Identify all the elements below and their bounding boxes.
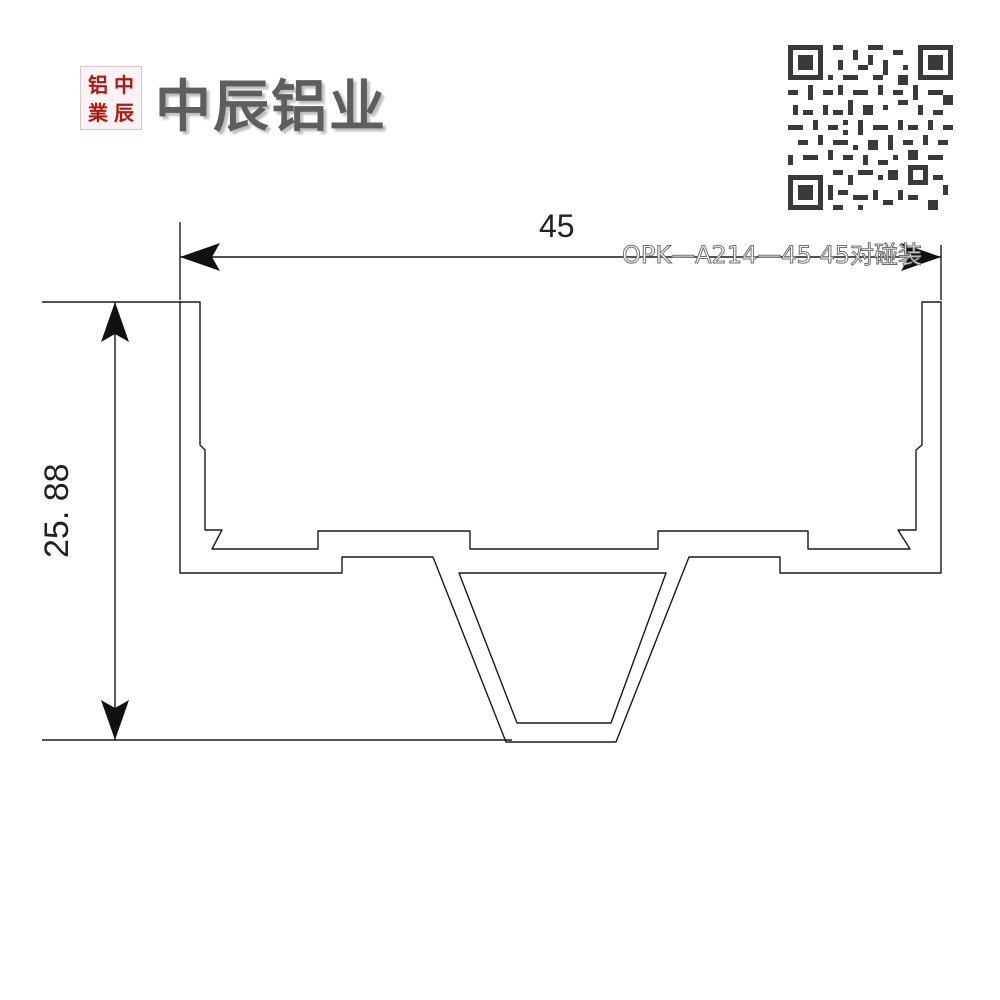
product-code-label: OPK—A214—45 45对碰装 <box>621 241 923 270</box>
arrow-left-icon <box>180 243 220 271</box>
seal-char: 辰 <box>114 101 134 125</box>
seal-char: 業 <box>88 101 108 125</box>
seal-char: 中 <box>114 73 134 97</box>
arrow-right-icon <box>901 243 941 271</box>
height-dimension-label: 25. 88 <box>38 463 76 558</box>
arrow-up-icon <box>101 302 129 342</box>
seal-char: 铝 <box>88 73 108 97</box>
qr-code-icon[interactable] <box>788 45 953 210</box>
profile-inner-hollow <box>458 572 667 724</box>
company-seal-logo: 铝 中 業 辰 <box>80 66 142 130</box>
company-name: 中辰铝业 <box>155 75 387 140</box>
width-dimension-label: 45 <box>539 208 575 244</box>
profile-outer-contour <box>179 301 942 743</box>
arrow-down-icon <box>101 700 129 740</box>
